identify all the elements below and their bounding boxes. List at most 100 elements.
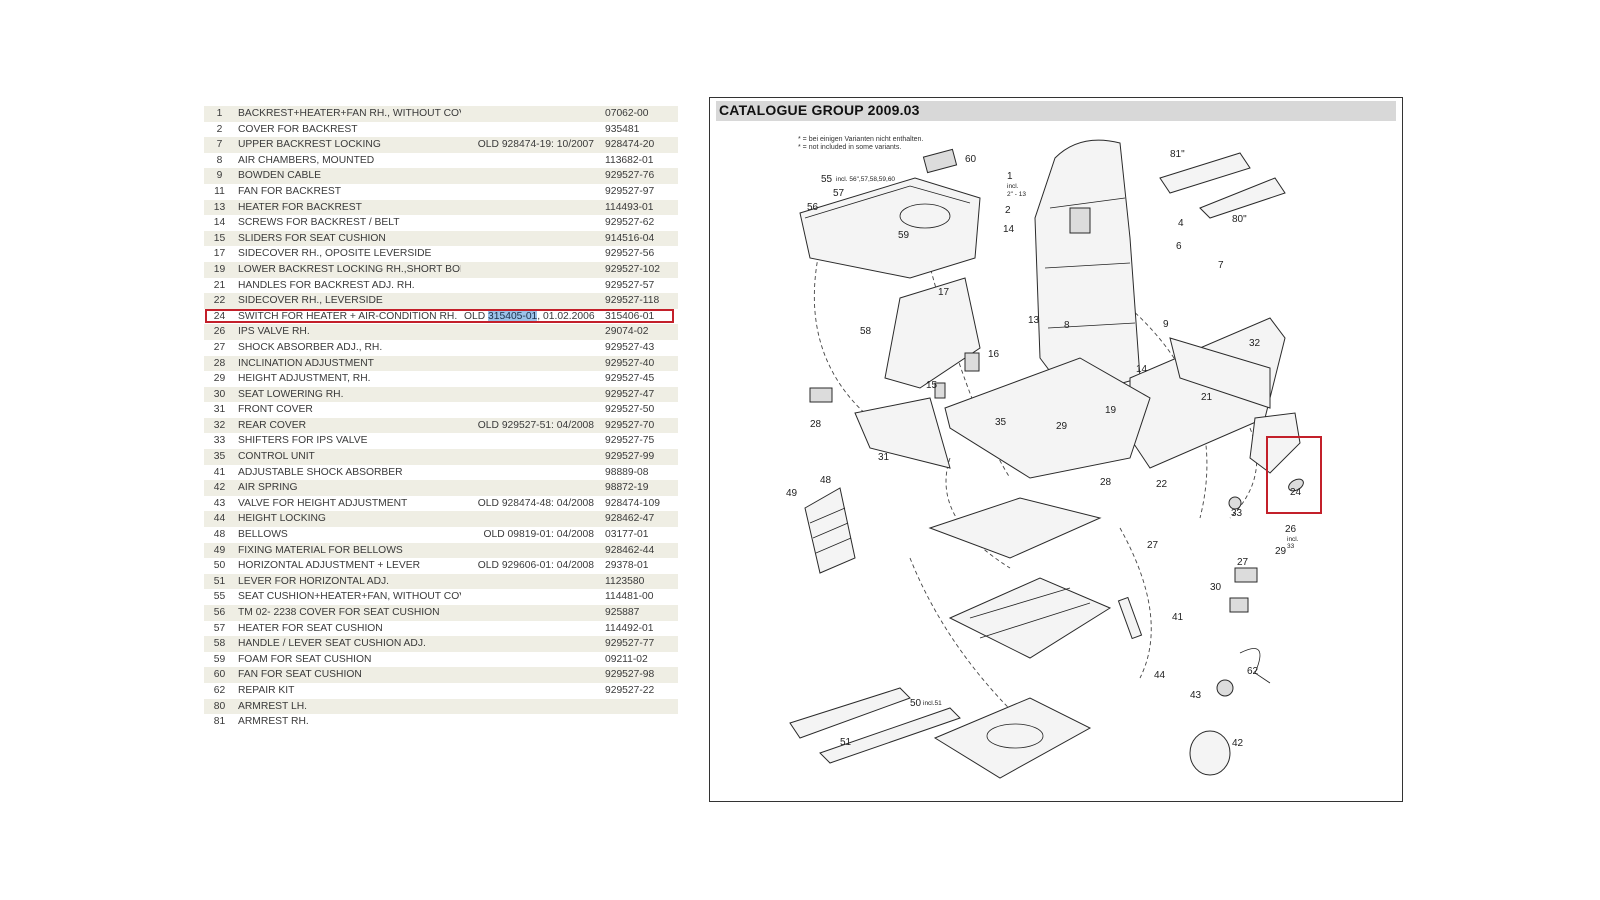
item-description: HANDLES FOR BACKREST ADJ. RH. bbox=[238, 279, 415, 291]
item-number: 48 bbox=[213, 529, 226, 541]
item-number: 58 bbox=[204, 636, 235, 652]
part-number: 925887 bbox=[602, 605, 678, 621]
item-description: FOAM FOR SEAT CUSHION bbox=[238, 653, 372, 665]
label-50-incl: incl.51 bbox=[923, 700, 942, 707]
part-number: 929527-98 bbox=[602, 667, 678, 683]
item-number: 41 bbox=[213, 466, 226, 478]
item-description: IPS VALVE RH. bbox=[235, 324, 461, 340]
label-14: 14 bbox=[1136, 364, 1148, 375]
part-number: 929527-70 bbox=[602, 417, 678, 434]
old-part-number bbox=[461, 542, 602, 559]
ips-valve-26-part bbox=[1228, 496, 1242, 510]
item-number: 59 bbox=[213, 653, 226, 665]
part-number: 98872-19 bbox=[602, 480, 678, 496]
label-32: 32 bbox=[1249, 338, 1261, 349]
item-number: 31 bbox=[213, 404, 226, 416]
label-29: 29 bbox=[1056, 421, 1068, 432]
item-number: 17 bbox=[213, 248, 226, 260]
label-81: 81" bbox=[1170, 149, 1185, 160]
item-description: FAN FOR BACKREST bbox=[238, 185, 341, 197]
label-19: 19 bbox=[1105, 405, 1117, 416]
item-number: 29 bbox=[213, 373, 226, 385]
item-24-highlight-box bbox=[1266, 436, 1322, 514]
item-description: SEAT CUSHION+HEATER+FAN, WITHOUT COVER bbox=[238, 591, 461, 603]
item-number: 7 bbox=[204, 137, 235, 153]
control-unit-28-part bbox=[809, 387, 833, 403]
part-number: 929527-118 bbox=[602, 293, 678, 309]
item-number: 2 bbox=[216, 123, 223, 135]
item-description: AIR SPRING bbox=[235, 480, 461, 496]
old-part-number bbox=[461, 636, 602, 652]
label-16: 16 bbox=[988, 349, 1000, 360]
old-part-number: OLD 315405-01, 01.02.2006 bbox=[461, 309, 602, 325]
label-9: 9 bbox=[1163, 319, 1169, 330]
item-description: REAR COVER bbox=[235, 417, 461, 434]
selected-old-part-number[interactable]: 315405-01 bbox=[488, 310, 538, 322]
old-part-number bbox=[461, 261, 602, 278]
note-english: * = not included in some variants. bbox=[798, 144, 901, 151]
item-number: 42 bbox=[204, 480, 235, 496]
old-part-number bbox=[461, 402, 602, 418]
old-part-number bbox=[461, 278, 602, 294]
label-28b: 28 bbox=[1100, 477, 1112, 488]
part-number: 928474-20 bbox=[602, 137, 678, 153]
old-part-number bbox=[461, 106, 602, 122]
item-number: 32 bbox=[204, 417, 235, 434]
old-part-number bbox=[461, 573, 602, 590]
item-number: 33 bbox=[213, 435, 226, 447]
part-number: 29074-02 bbox=[602, 324, 678, 340]
item-number: 11 bbox=[214, 185, 225, 197]
part-number: 929527-76 bbox=[602, 168, 678, 184]
old-part-number bbox=[461, 355, 602, 372]
item-number: 49 bbox=[204, 542, 235, 559]
item-description: ARMREST RH. bbox=[238, 716, 309, 728]
item-number: 51 bbox=[204, 573, 235, 590]
label-43: 43 bbox=[1190, 690, 1202, 701]
air-spring-42-part bbox=[1189, 730, 1231, 776]
item-description: REPAIR KIT bbox=[238, 684, 295, 696]
old-part-number: OLD 09819-01: 04/2008 bbox=[483, 529, 595, 541]
old-part-number bbox=[461, 667, 602, 683]
old-part-number: OLD 929527-51: 04/2008 bbox=[461, 417, 602, 434]
part-number: 935481 bbox=[605, 123, 640, 135]
item-description: SLIDERS FOR SEAT CUSHION bbox=[235, 230, 461, 247]
item-description: CONTROL UNIT bbox=[235, 449, 461, 465]
item-number: 13 bbox=[204, 199, 235, 216]
old-part-number bbox=[461, 433, 602, 449]
label-7: 7 bbox=[1218, 260, 1224, 271]
old-part-number bbox=[461, 184, 602, 200]
base-plate-part bbox=[933, 697, 1092, 779]
part-number: 929527-50 bbox=[605, 404, 655, 416]
old-part-number bbox=[461, 449, 602, 465]
label-50: 50 bbox=[910, 698, 922, 709]
switch-24-part bbox=[1288, 478, 1304, 492]
item-number: 28 bbox=[204, 355, 235, 372]
item-number: 44 bbox=[204, 511, 235, 528]
front-cover-31-part bbox=[854, 397, 951, 469]
label-31: 31 bbox=[878, 452, 890, 463]
item-number: 60 bbox=[204, 667, 235, 683]
part-number: 929527-77 bbox=[602, 636, 678, 652]
part-number: 09211-02 bbox=[605, 653, 648, 665]
sidecover-17-part bbox=[884, 277, 981, 389]
item-number: 43 bbox=[213, 497, 226, 509]
